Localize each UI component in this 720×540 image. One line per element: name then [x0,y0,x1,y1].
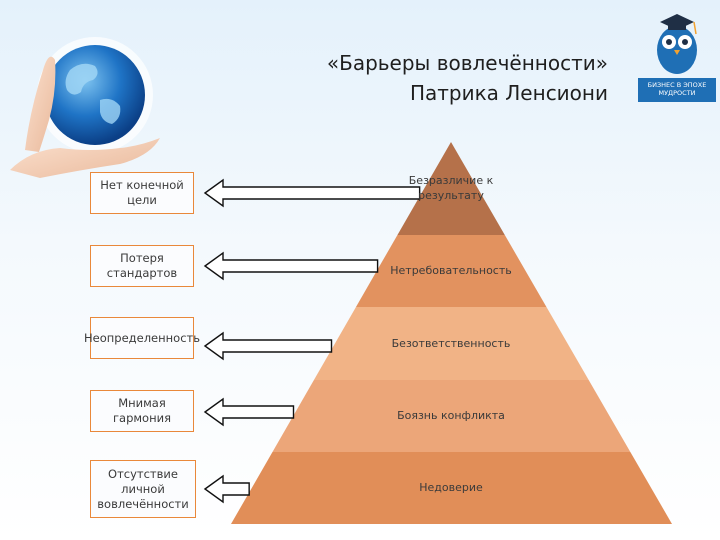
logo: БИЗНЕС В ЭПОХЕ МУДРОСТИ [638,6,716,102]
left-arrow-icon [203,474,250,504]
left-arrow-icon [203,178,421,208]
barrier-box: Отсутствие личной вовлечённости [90,460,196,518]
owl-graduate-icon [657,14,697,74]
page-title: «Барьеры вовлечённости» Патрика Ленсиони [327,48,608,108]
pyramid-level [313,307,589,380]
pyramid-level-label: Недоверие [419,481,483,494]
left-arrow-icon [203,251,379,281]
pyramid-level-label: Боязнь конфликта [397,409,505,422]
left-arrow-icon [203,331,333,361]
pyramid-level [355,235,547,307]
barrier-box: Нет конечной цели [90,172,194,214]
left-arrow-icon [203,397,295,427]
title-line-2: Патрика Ленсиони [409,81,608,105]
hands-globe-icon [10,37,160,178]
pyramid-level [397,142,505,235]
barrier-box: Мнимая гармония [90,390,194,432]
pyramid-level-label: Нетребовательность [390,264,512,277]
pyramid-level-label: Безразличие к результату [408,174,494,202]
pyramid [231,142,672,524]
barrier-box: Потеря стандартов [90,245,194,287]
arrows [203,178,421,504]
barrier-box: Неопределенность [84,317,200,359]
pyramid-level [231,452,672,524]
pyramid-level [272,380,631,452]
title-line-1: «Барьеры вовлечённости» [326,51,608,75]
logo-text: БИЗНЕС В ЭПОХЕ МУДРОСТИ [638,78,716,102]
pyramid-level-label: Безответственность [391,336,511,350]
